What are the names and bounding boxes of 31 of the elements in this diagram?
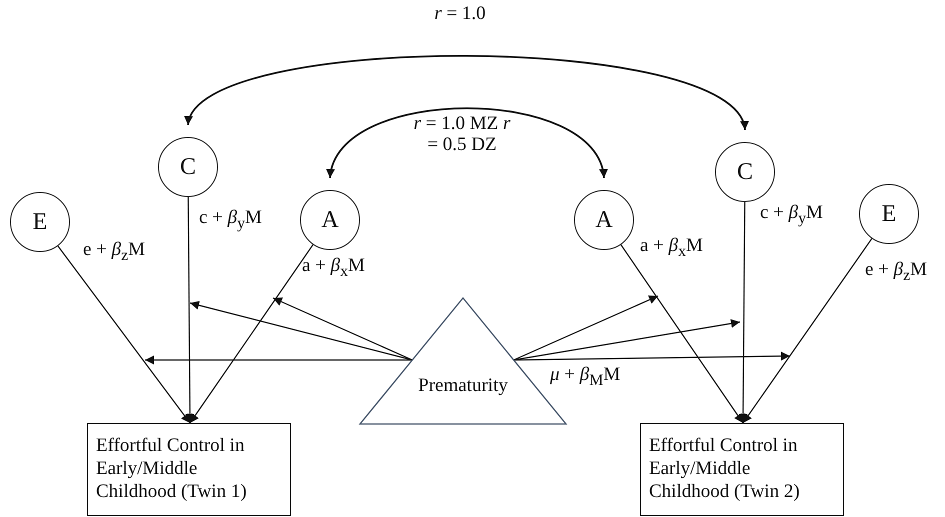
latent-variable-circle: C (715, 142, 775, 202)
path-coefficient-label: e + β$_{z}$M (865, 260, 928, 284)
arrow (328, 107, 606, 178)
arrow (742, 238, 872, 424)
path-coefficient-label: a + β$_{x}$M (640, 236, 703, 260)
arrow (514, 352, 790, 361)
arrow (145, 356, 412, 364)
arrow (57, 246, 190, 424)
latent-variable-circle: E (10, 192, 70, 252)
path-coefficient-label: e + β$_{z}$M (83, 240, 146, 264)
arrow (514, 319, 740, 361)
arrow (272, 297, 413, 361)
path-coefficient-label: a + β$_{x}$M (302, 256, 365, 280)
outcome-box: Effortful Control in Early/Middle Childhood (Twin 1) (87, 423, 291, 516)
arrow (738, 202, 748, 423)
path-coefficient-label: c + β$_{y}$M (760, 203, 823, 228)
outcome-box: Effortful Control in Early/Middle Childhood (Twin 2) (640, 423, 844, 516)
arrow (185, 197, 194, 423)
arrow (190, 244, 314, 424)
arrow (513, 295, 658, 361)
path-coefficient-label: c + β$_{y}$M (199, 208, 262, 232)
path-coefficient-label: r = 1.0 (433, 4, 487, 25)
latent-variable-circle: C (158, 137, 218, 197)
latent-variable-circle: A (300, 190, 360, 250)
node-label: Prematurity (418, 375, 508, 397)
path-coefficient-label: μ + β$_{M}$M (550, 365, 620, 390)
arrow (620, 244, 744, 424)
latent-variable-circle: E (859, 184, 919, 244)
arrow (187, 55, 746, 130)
latent-variable-circle: A (574, 190, 634, 250)
path-coefficient-label: r = 1.0 MZ r = 0.5 DZ (412, 114, 512, 156)
